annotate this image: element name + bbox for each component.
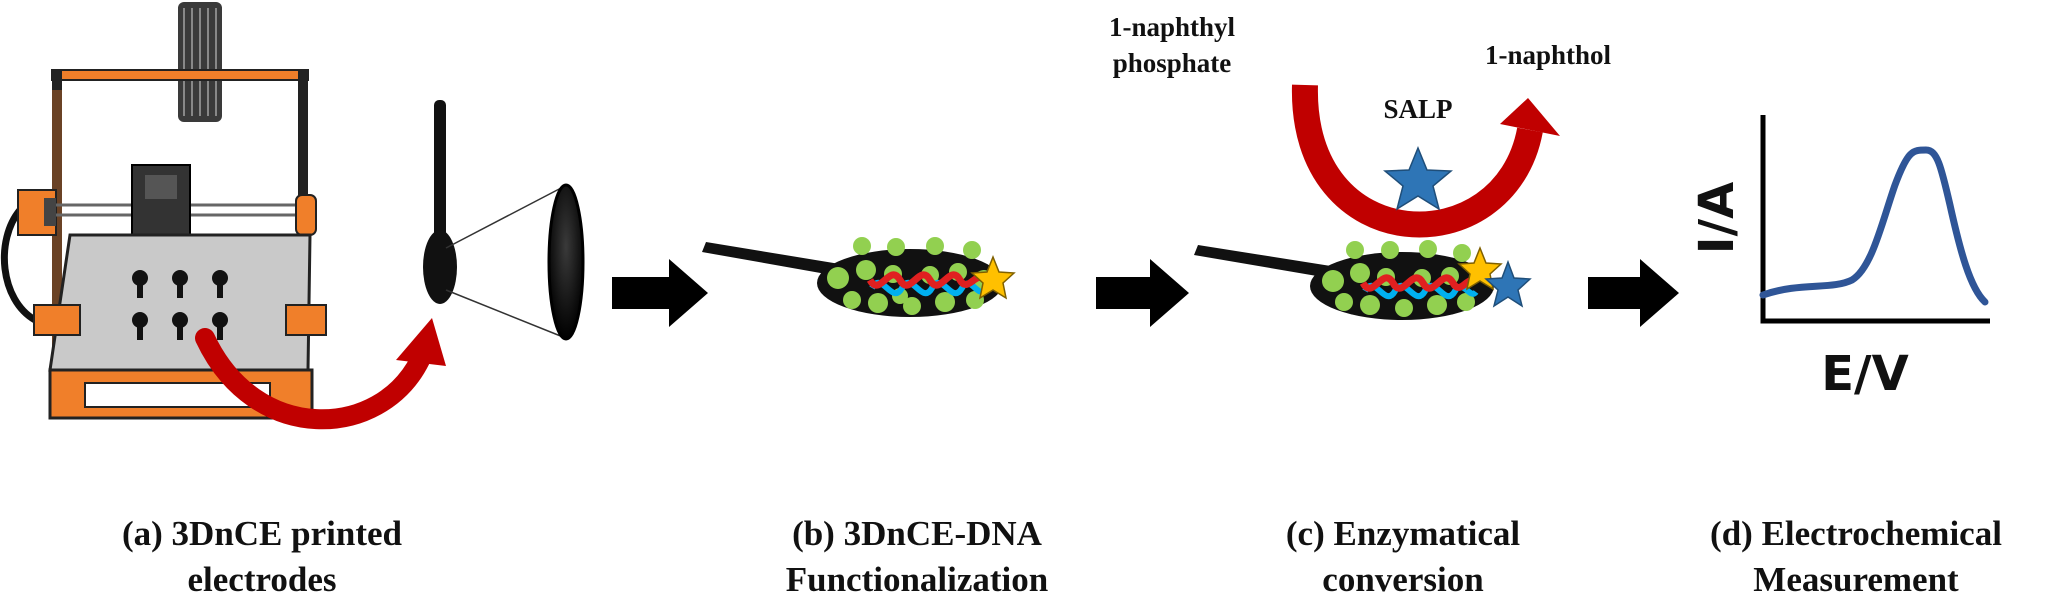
- caption-c-line2: conversion: [1322, 560, 1483, 599]
- reaction-curved-arrow: [1291, 84, 1560, 238]
- filament-spool-icon: [178, 2, 222, 122]
- printed-electrodes-icon: [132, 270, 228, 340]
- substrate-label-line2: phosphate: [1113, 48, 1232, 78]
- caption-a-line1: (a) 3DnCE printed: [122, 514, 403, 553]
- caption-b-line2: Functionalization: [786, 560, 1049, 599]
- electrode-zoom-illustration: [423, 100, 585, 341]
- enzyme-label: SALP: [1383, 94, 1452, 124]
- substrate-label-line1: 1-naphthyl: [1109, 12, 1236, 42]
- blue-star-icon: [1484, 259, 1532, 308]
- arrow-right-icon: [1588, 259, 1679, 327]
- step-captions: (a) 3DnCE printed electrodes (b) 3DnCE-D…: [122, 514, 2002, 599]
- curved-arrow-printer-to-electrode: [195, 318, 446, 430]
- voltammogram-plot: I/A E/V: [1689, 115, 1990, 402]
- dna-red-strand: [1359, 274, 1479, 292]
- caption-a-line2: electrodes: [187, 560, 336, 599]
- functionalized-electrode-illustration: [702, 237, 1016, 317]
- salp-enzyme-star-icon: [1383, 146, 1453, 211]
- yellow-star-icon: [970, 254, 1016, 300]
- converted-electrode-illustration: [1194, 240, 1532, 320]
- y-axis-label: I/A: [1689, 182, 1745, 255]
- caption-d-line2: Measurement: [1753, 560, 1959, 599]
- printer-illustration: [0, 2, 327, 420]
- peak-curve: [1759, 146, 1989, 306]
- caption-c-line1: (c) Enzymatical: [1286, 514, 1521, 553]
- caption-b-line1: (b) 3DnCE-DNA: [792, 514, 1043, 553]
- product-label: 1-naphthol: [1485, 40, 1612, 70]
- caption-d-line1: (d) Electrochemical: [1710, 514, 2002, 553]
- dna-red-strand: [866, 271, 987, 289]
- x-axis-label: E/V: [1821, 346, 1908, 402]
- arrow-right-icon: [1096, 259, 1189, 327]
- arrow-right-icon: [612, 259, 708, 327]
- plot-axes: [1760, 115, 1990, 324]
